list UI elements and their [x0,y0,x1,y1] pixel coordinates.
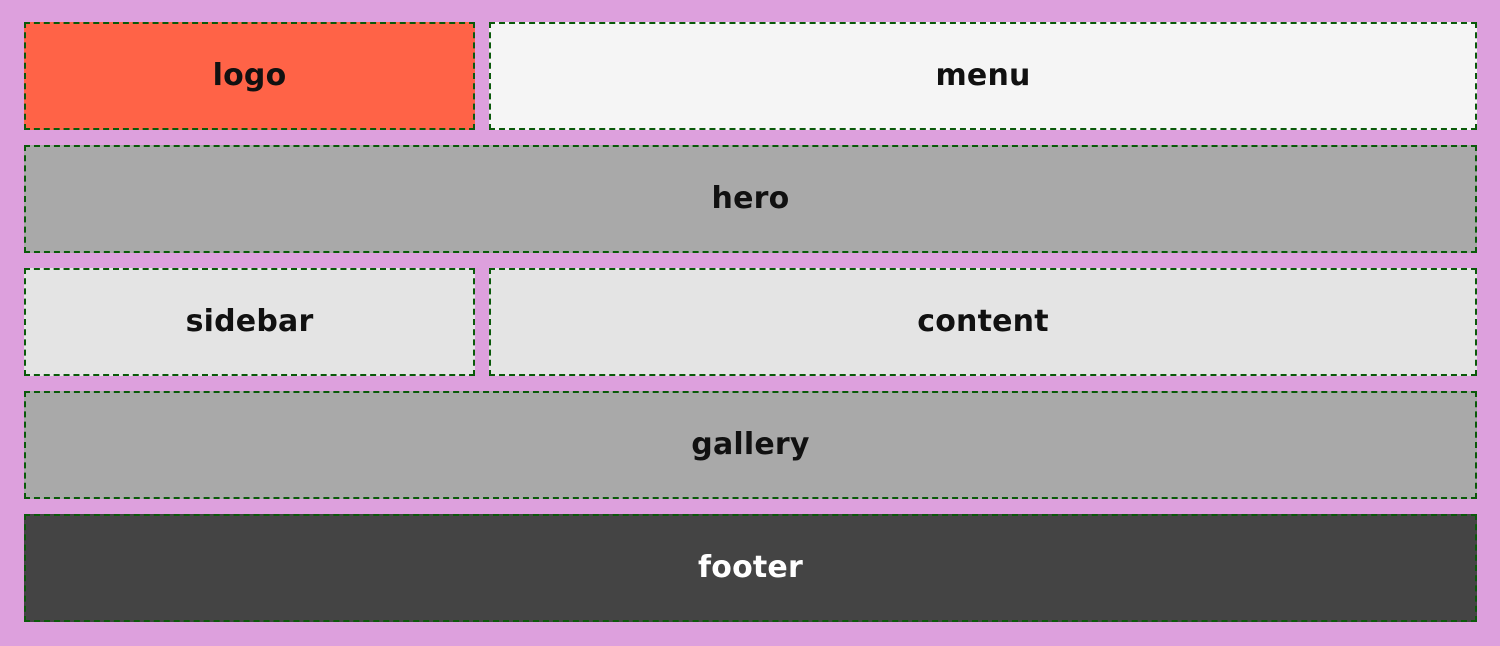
gallery-label: gallery [691,427,810,462]
sidebar-label: sidebar [185,304,314,339]
hero-area: hero [24,145,1477,253]
content-area: content [489,268,1477,376]
footer-label: footer [698,550,803,585]
content-label: content [917,304,1049,339]
menu-label: menu [935,58,1031,93]
gallery-area: gallery [24,391,1477,499]
logo-area: logo [24,22,475,130]
footer-area: footer [24,514,1477,622]
logo-label: logo [212,58,287,93]
sidebar-area: sidebar [24,268,475,376]
hero-label: hero [711,181,790,216]
menu-area: menu [489,22,1477,130]
